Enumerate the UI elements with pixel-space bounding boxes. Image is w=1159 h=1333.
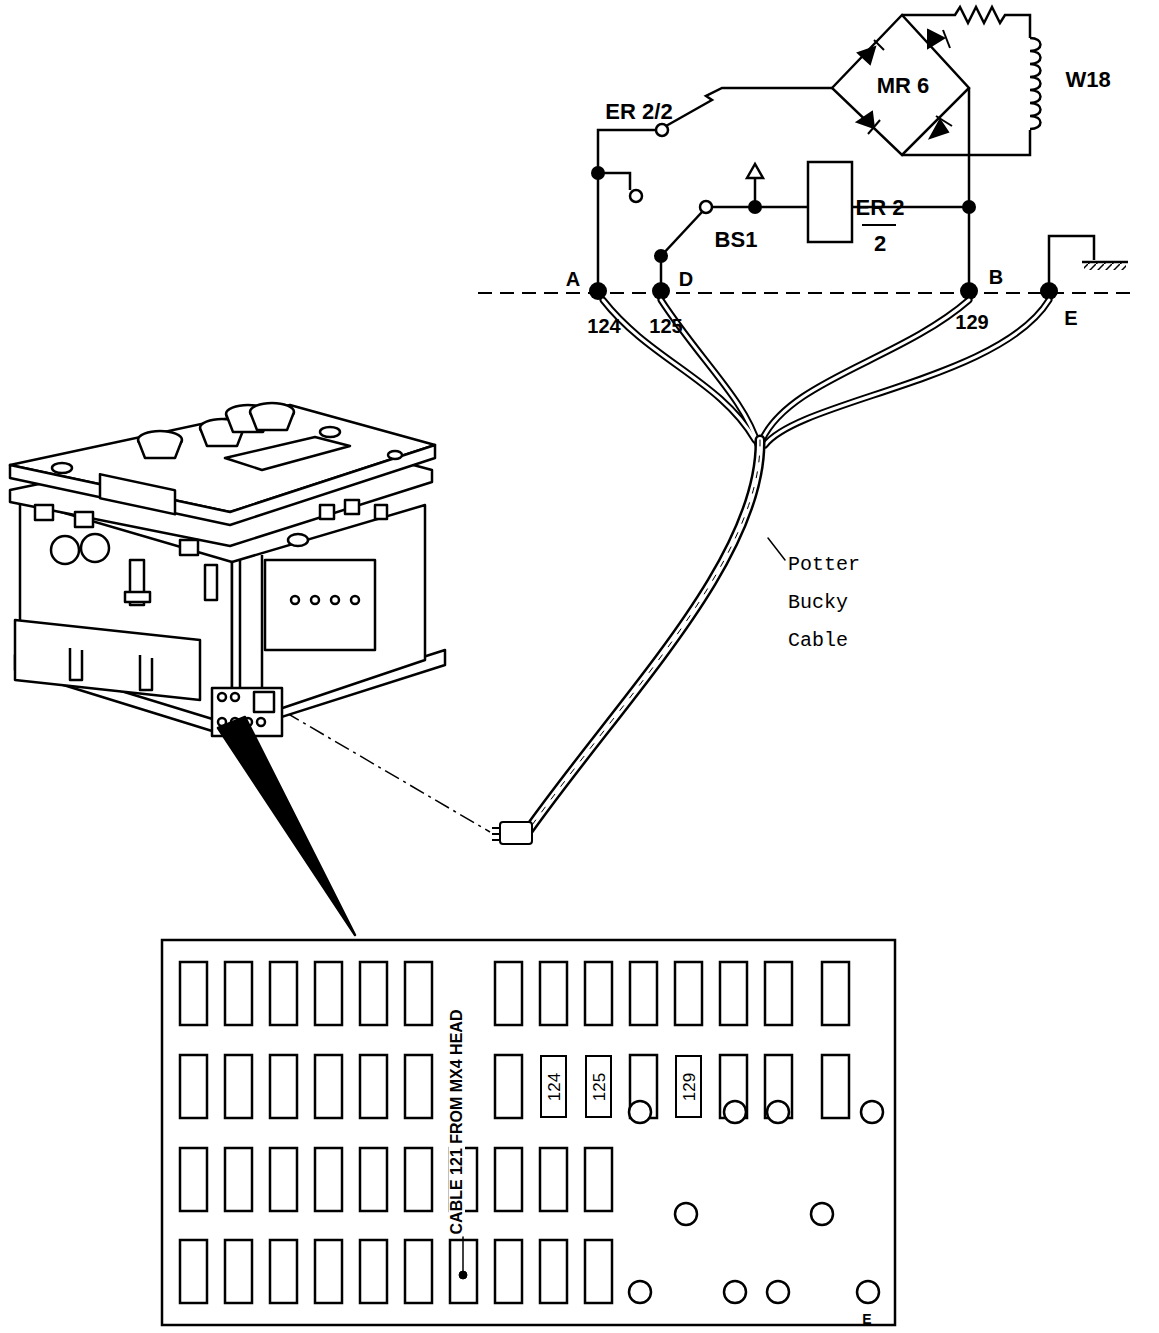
terminal-slot: [495, 962, 522, 1025]
terminal-slot: 129: [675, 1055, 702, 1118]
terminal-number: 124: [587, 316, 620, 336]
switch-label: BS1: [715, 229, 758, 251]
coil-label: W18: [1065, 69, 1110, 91]
terminal-slot: [225, 962, 252, 1025]
terminal-slot: [315, 1055, 342, 1118]
terminal-letter: B: [989, 267, 1003, 287]
terminal-slot: [360, 1240, 387, 1303]
terminal-number: 129: [955, 312, 988, 332]
terminal-slot: [180, 962, 207, 1025]
plug: [492, 822, 532, 844]
terminal-slot: [765, 962, 792, 1025]
terminal-slot: [360, 1055, 387, 1118]
terminal-slot: [540, 1148, 567, 1211]
terminal-letter: A: [566, 269, 580, 289]
terminal-slot: [720, 962, 747, 1025]
terminal-slot: [225, 1148, 252, 1211]
terminal-slot: [495, 1148, 522, 1211]
terminal-slot: [495, 1055, 522, 1118]
terminal-slot: [495, 1240, 522, 1303]
cable-name: Potter Bucky Cable: [788, 546, 880, 660]
relay-label: 2: [874, 233, 886, 255]
mounting-hole: [629, 1101, 651, 1123]
earth-terminal: E: [862, 1312, 871, 1326]
terminal-slot: 124: [540, 1055, 567, 1118]
terminal-slot: [360, 962, 387, 1025]
contact-label: ER 2/2: [605, 101, 672, 123]
relay-label: ER 2: [856, 197, 905, 219]
fraction-bar: [862, 224, 896, 226]
terminal-slot: [540, 962, 567, 1025]
terminal-board: [162, 940, 895, 1325]
terminal-slot: [180, 1148, 207, 1211]
terminal-slot: [630, 962, 657, 1025]
mounting-hole: [767, 1281, 789, 1303]
mounting-hole: [675, 1203, 697, 1225]
mounting-hole: [724, 1101, 746, 1123]
terminal-slot: [822, 1055, 849, 1118]
terminal-slot: [270, 1055, 297, 1118]
terminal-slot: [405, 1055, 432, 1118]
terminal-slot: [540, 1240, 567, 1303]
rectifier-label: MR 6: [877, 75, 930, 97]
schematic: [478, 7, 1135, 300]
terminal-slot: [585, 962, 612, 1025]
terminal-slot: [225, 1055, 252, 1118]
terminal-number: 124: [545, 1072, 562, 1100]
terminal-slot: [822, 962, 849, 1025]
terminal-number: 125: [649, 316, 682, 336]
terminal-slot: [180, 1055, 207, 1118]
terminal-slot: [585, 1240, 612, 1303]
control-unit-sketch: [10, 403, 445, 935]
terminal-letter: E: [1064, 308, 1077, 328]
terminal-slot: [360, 1148, 387, 1211]
terminal-slot: [405, 1240, 432, 1303]
mounting-hole: [857, 1281, 879, 1303]
terminal-slot: [315, 962, 342, 1025]
mounting-hole: [811, 1203, 833, 1225]
terminal-slot: [405, 1148, 432, 1211]
terminal-number: 125: [590, 1072, 607, 1100]
terminal-slot: [270, 1148, 297, 1211]
potter-bucky-cable: [525, 300, 1049, 835]
terminal-slot: [225, 1240, 252, 1303]
mounting-hole: [767, 1101, 789, 1123]
terminal-slot: 125: [585, 1055, 612, 1118]
mounting-hole: [861, 1101, 883, 1123]
terminal-letter: D: [679, 269, 693, 289]
mounting-hole: [724, 1281, 746, 1303]
terminal-slot: [270, 1240, 297, 1303]
terminal-slot: [315, 1148, 342, 1211]
terminal-slot: [270, 962, 297, 1025]
terminal-slot: [315, 1240, 342, 1303]
terminal-slot: [405, 962, 432, 1025]
terminal-slot: [585, 1148, 612, 1211]
terminal-slot: [180, 1240, 207, 1303]
terminal-slot: [675, 962, 702, 1025]
terminal-number: 129: [680, 1072, 697, 1100]
cable-note: CABLE 121 FROM MX4 HEAD: [449, 1008, 465, 1237]
mounting-hole: [629, 1281, 651, 1303]
